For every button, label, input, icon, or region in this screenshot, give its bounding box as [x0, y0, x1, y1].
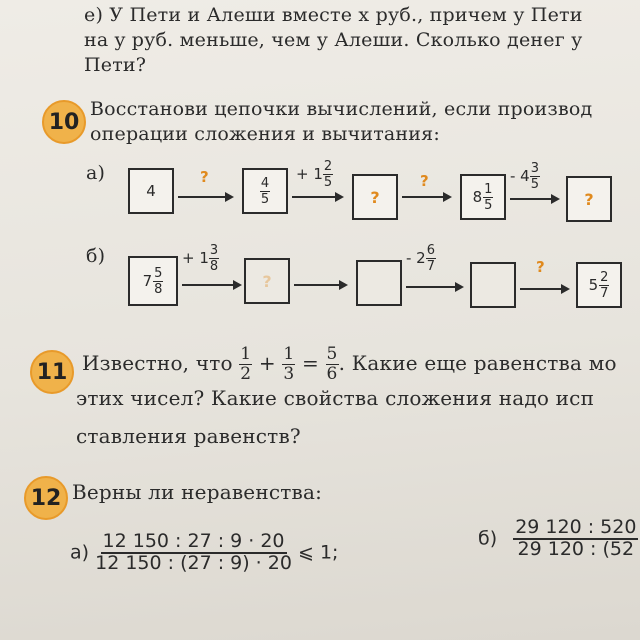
chain-b-arrow-2: [294, 280, 348, 290]
fraction-denominator: 7: [600, 285, 609, 301]
chain-b-arrow-4-unknown: ?: [536, 258, 545, 276]
chain-a-box-5: ?: [566, 176, 612, 222]
chain-a-arrow-3-unknown: ?: [420, 172, 429, 190]
chain-b-box-3: [356, 260, 402, 306]
operation-sign: + 1: [182, 249, 209, 267]
fraction-numerator: 12 150 : 27 : 9 · 20: [100, 530, 287, 554]
problem-10-badge: 10: [42, 100, 86, 144]
problem-e-line-1: е) У Пети и Алеши вместе x руб., причем …: [84, 4, 583, 26]
whole-part: 8: [472, 188, 483, 206]
unknown-mark: ?: [370, 187, 380, 207]
item-label: а): [70, 541, 90, 564]
fraction-denominator: 29 120 : (52: [517, 537, 635, 560]
fraction-denominator: 3: [283, 364, 295, 384]
chain-b-arrow-4: [520, 284, 570, 294]
fraction-denominator: 7: [426, 259, 436, 274]
whole-part: 5: [588, 276, 599, 294]
operation-sign: + 1: [296, 165, 323, 183]
fraction-denominator: 8: [209, 259, 219, 274]
fraction-denominator: 5: [484, 197, 493, 213]
fraction-numerator: 5: [325, 344, 339, 365]
plus-sign: +: [258, 351, 276, 375]
fraction-denominator: 12 150 : (27 : 9) · 20: [95, 551, 292, 574]
equals-sign: =: [302, 351, 319, 375]
problem-12-title: Верны ли неравенства:: [72, 480, 323, 504]
fraction-numerator: 5: [153, 265, 164, 282]
chain-a-arrow-2: [292, 192, 344, 202]
problem-10-line-2: операции сложения и вычитания:: [90, 123, 440, 145]
chain-a-arrow-1-unknown: ?: [200, 168, 209, 186]
problem-e-line-3: Пети?: [84, 54, 147, 76]
chain-a-arrow-3: [402, 192, 452, 202]
chain-b-box-2: ?: [244, 258, 290, 304]
operation-sign: - 2: [406, 249, 426, 267]
fraction-denominator: 8: [154, 281, 163, 297]
fraction-numerator: 2: [322, 159, 334, 175]
chain-b-arrow-1: [182, 280, 242, 290]
chain-a-box-3: ?: [352, 174, 398, 220]
fraction-numerator: 1: [483, 181, 494, 198]
problem-11-line-3: ставления равенств?: [76, 424, 301, 448]
problem-10-line-1: Восстанови цепочки вычислений, если прои…: [90, 98, 593, 120]
chain-b-label: б): [86, 245, 106, 267]
whole-part: 7: [142, 272, 153, 290]
fraction-numerator: 2: [599, 269, 610, 286]
fraction-denominator: 5: [530, 177, 540, 192]
problem-12-badge: 12: [24, 476, 68, 520]
unknown-mark: ?: [584, 189, 594, 209]
problem-11-line-2: этих чисел? Какие свойства сложения надо…: [76, 386, 595, 410]
text-segment: Известно, что: [82, 351, 233, 375]
chain-a-arrow-4: [510, 194, 560, 204]
fraction-numerator: 1: [282, 344, 296, 365]
fraction-denominator: 2: [240, 364, 252, 384]
chain-b-box-4: [470, 262, 516, 308]
fraction-denominator: 5: [260, 191, 270, 207]
problem-e-line-2: на y руб. меньше, чем у Алеши. Сколько д…: [84, 29, 583, 51]
problem-11-badge: 11: [30, 350, 74, 394]
fraction-denominator: 5: [323, 175, 333, 190]
fraction-numerator: 29 120 : 520: [513, 516, 639, 540]
fraction-numerator: 1: [239, 344, 253, 365]
unknown-mark-faded: ?: [262, 271, 272, 291]
fraction-numerator: 3: [529, 161, 541, 177]
chain-a-label: а): [86, 162, 106, 184]
relation: ⩽ 1;: [297, 541, 339, 564]
item-label: б): [478, 527, 498, 550]
text-segment: . Какие еще равенства мо: [338, 351, 617, 375]
chain-a-box-1: 4: [128, 168, 174, 214]
chain-a-arrow-1: [178, 192, 234, 202]
operation-sign: - 4: [510, 167, 530, 185]
fraction-numerator: 3: [208, 243, 220, 259]
fraction-numerator: 4: [259, 175, 271, 192]
fraction-numerator: 6: [425, 243, 437, 259]
chain-a-box-1-value: 4: [146, 182, 156, 200]
fraction-denominator: 6: [326, 364, 338, 384]
chain-b-arrow-3: [406, 282, 464, 292]
